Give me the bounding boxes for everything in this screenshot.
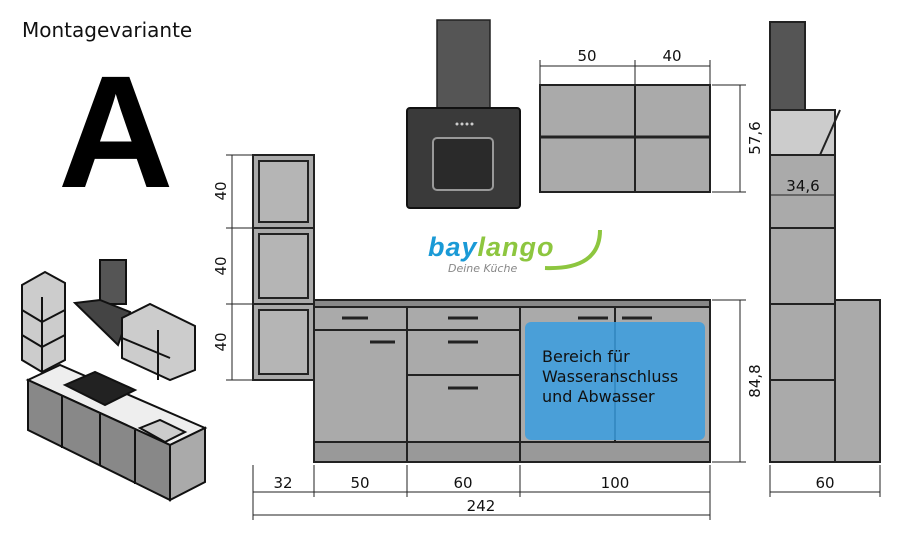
- water-line-2: Wasseranschluss: [542, 367, 679, 386]
- dim-wall-50: 50: [577, 47, 596, 65]
- dim-base-height: 84,8: [746, 364, 764, 397]
- extractor-hood: [406, 19, 521, 209]
- dimension-labels: 40 40 40 32 50 60 100 242 84,8 50 40 57,…: [212, 47, 835, 515]
- logo-part-1: bay: [428, 232, 478, 262]
- dim-width-60: 60: [453, 474, 472, 492]
- side-view: [769, 21, 881, 463]
- logo-swoosh: [544, 229, 602, 271]
- dim-wall-depth: 34,6: [786, 177, 819, 195]
- dim-shelf-2: 40: [212, 256, 230, 275]
- dim-base-depth: 60: [815, 474, 834, 492]
- water-line-3: und Abwasser: [542, 387, 655, 406]
- dim-width-50: 50: [350, 474, 369, 492]
- variant-letter: A: [58, 42, 174, 221]
- logo-tagline: Deine Küche: [448, 262, 518, 275]
- isometric-preview: [21, 259, 208, 502]
- water-line-1: Bereich für: [542, 347, 630, 366]
- dim-wall-height: 57,6: [746, 121, 764, 154]
- baylango-logo: baylango Deine Küche: [428, 232, 555, 275]
- water-area-label: Bereich für Wasseranschluss und Abwasser: [542, 347, 678, 407]
- dim-shelf-3: 40: [212, 332, 230, 351]
- dim-width-32: 32: [273, 474, 292, 492]
- dim-shelf-1: 40: [212, 181, 230, 200]
- logo-part-2: lango: [477, 232, 555, 262]
- page-title: Montagevariante: [22, 18, 193, 42]
- shelf-column: [252, 154, 315, 381]
- dim-total-width: 242: [467, 497, 496, 515]
- wall-cabinets: [539, 84, 711, 193]
- water-connection-area: [525, 322, 705, 440]
- dim-width-100: 100: [601, 474, 630, 492]
- dimension-lines: [226, 60, 881, 520]
- dim-wall-40: 40: [662, 47, 681, 65]
